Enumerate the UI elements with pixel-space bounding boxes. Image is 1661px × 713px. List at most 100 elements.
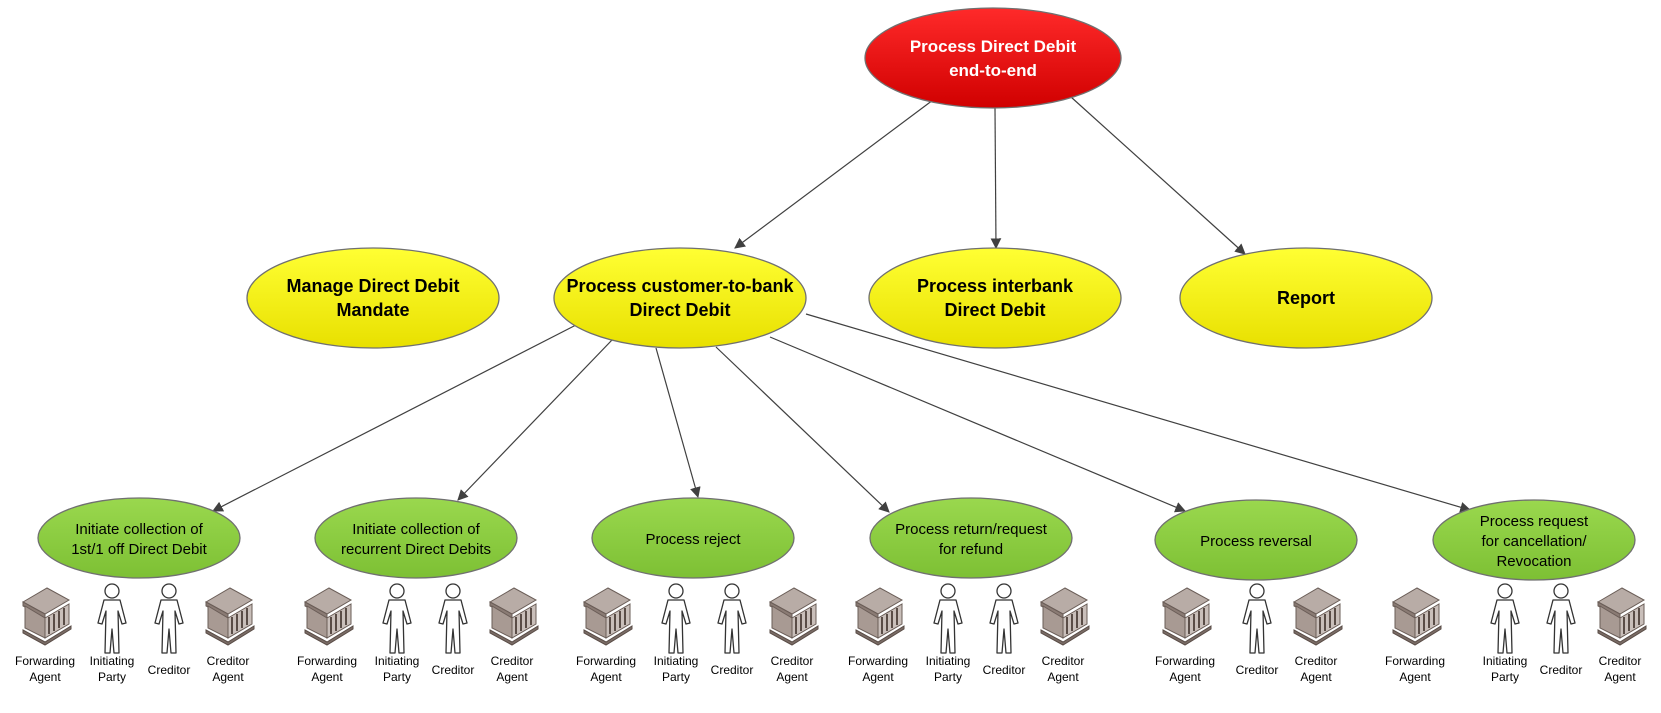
node-interbank-label: Process interbank [917, 276, 1074, 296]
person-icon [438, 583, 468, 654]
actor-label: Agent [29, 670, 61, 684]
bank-icon [1391, 587, 1442, 646]
node-report: Report [1179, 247, 1433, 349]
person-icon [989, 583, 1019, 654]
actor-label: Creditor [148, 663, 191, 677]
actor-label: Initiating [926, 654, 971, 668]
actor-label: Party [383, 670, 411, 684]
bank-icon [1596, 587, 1647, 646]
node-report-label: Report [1277, 288, 1335, 308]
actor-label: Creditor [1295, 654, 1338, 668]
actor-reject-2: Creditor [711, 583, 754, 677]
node-return-shape [869, 497, 1073, 579]
actor-label: Agent [212, 670, 244, 684]
actor-return-2: Creditor [983, 583, 1025, 677]
actor-label: Creditor [1236, 663, 1279, 677]
actor-label: Party [1491, 670, 1519, 684]
node-reversal-label: Process reversal [1200, 533, 1312, 550]
edge-c2b-to-initiate-1st [212, 324, 577, 512]
actor-label: Forwarding [15, 654, 75, 668]
node-initiate-recurrent: Initiate collection of recurrent Direct D… [314, 497, 518, 579]
node-reject-label: Process reject [645, 531, 741, 548]
actor-label: Creditor [1599, 654, 1642, 668]
node-mandate-shape [246, 247, 500, 349]
node-mandate-label: Mandate [336, 300, 409, 320]
actor-label: Forwarding [297, 654, 357, 668]
edge-root-to-interbank [990, 107, 1002, 250]
actor-label: Agent [862, 670, 894, 684]
node-root: Process Direct Debit end-to-end [864, 7, 1122, 109]
actor-label: Party [934, 670, 962, 684]
node-report-shape [1179, 247, 1433, 349]
actor-label: Creditor [1540, 663, 1583, 677]
node-return-label: Process return/request [895, 521, 1048, 538]
node-initiate-recurrent-label: recurrent Direct Debits [341, 541, 491, 558]
edge-root-to-report [1070, 96, 1246, 255]
bank-icon [582, 587, 633, 646]
edge-root-to-c2b [734, 99, 934, 249]
node-root-label: Process Direct Debit [910, 37, 1077, 56]
person-icon [382, 583, 412, 654]
node-initiate-recurrent-label: Initiate collection of [352, 521, 480, 538]
actor-initiate-1st-2: Creditor [148, 583, 191, 677]
actor-label: Agent [1169, 670, 1201, 684]
node-c2b-shape [553, 247, 807, 349]
node-root-shape [864, 7, 1122, 109]
actor-label: Creditor [491, 654, 534, 668]
node-cancellation-label: Revocation [1496, 553, 1571, 570]
actor-label: Creditor [771, 654, 814, 668]
person-icon [1546, 583, 1576, 654]
actor-label: Party [662, 670, 690, 684]
person-icon [1490, 583, 1520, 654]
person-icon [154, 583, 184, 654]
person-icon [717, 583, 747, 654]
node-initiate-1st-label: 1st/1 off Direct Debit [71, 541, 207, 558]
node-return-label: for refund [939, 541, 1003, 558]
actor-label: Forwarding [1155, 654, 1215, 668]
bank-icon [1161, 587, 1212, 646]
person-icon [661, 583, 691, 654]
bank-icon [854, 587, 905, 646]
edges-layer [212, 96, 1472, 513]
edge-c2b-to-reversal [769, 336, 1186, 513]
bank-icon [488, 587, 539, 646]
actor-initiate-recurrent-2: Creditor [432, 583, 474, 677]
actor-label: Agent [1604, 670, 1636, 684]
node-reversal: Process reversal [1154, 499, 1358, 581]
person-icon [97, 583, 127, 654]
bank-icon [1292, 587, 1343, 646]
bank-icon [303, 587, 354, 646]
node-reversal-shape [1154, 499, 1358, 581]
node-root-label: end-to-end [949, 61, 1037, 80]
actor-label: Agent [496, 670, 528, 684]
bank-icon [1039, 587, 1090, 646]
actor-label: Forwarding [848, 654, 908, 668]
actor-label: Creditor [711, 663, 754, 677]
node-c2b-label: Process customer-to-bank [566, 276, 794, 296]
edge-c2b-to-return [715, 346, 890, 513]
bank-icon [204, 587, 255, 646]
actor-label: Agent [1399, 670, 1431, 684]
node-c2b-label: Direct Debit [629, 300, 730, 320]
edge-c2b-to-cancellation [805, 313, 1472, 513]
node-reject-shape [591, 497, 795, 579]
node-mandate-label: Manage Direct Debit [286, 276, 459, 296]
